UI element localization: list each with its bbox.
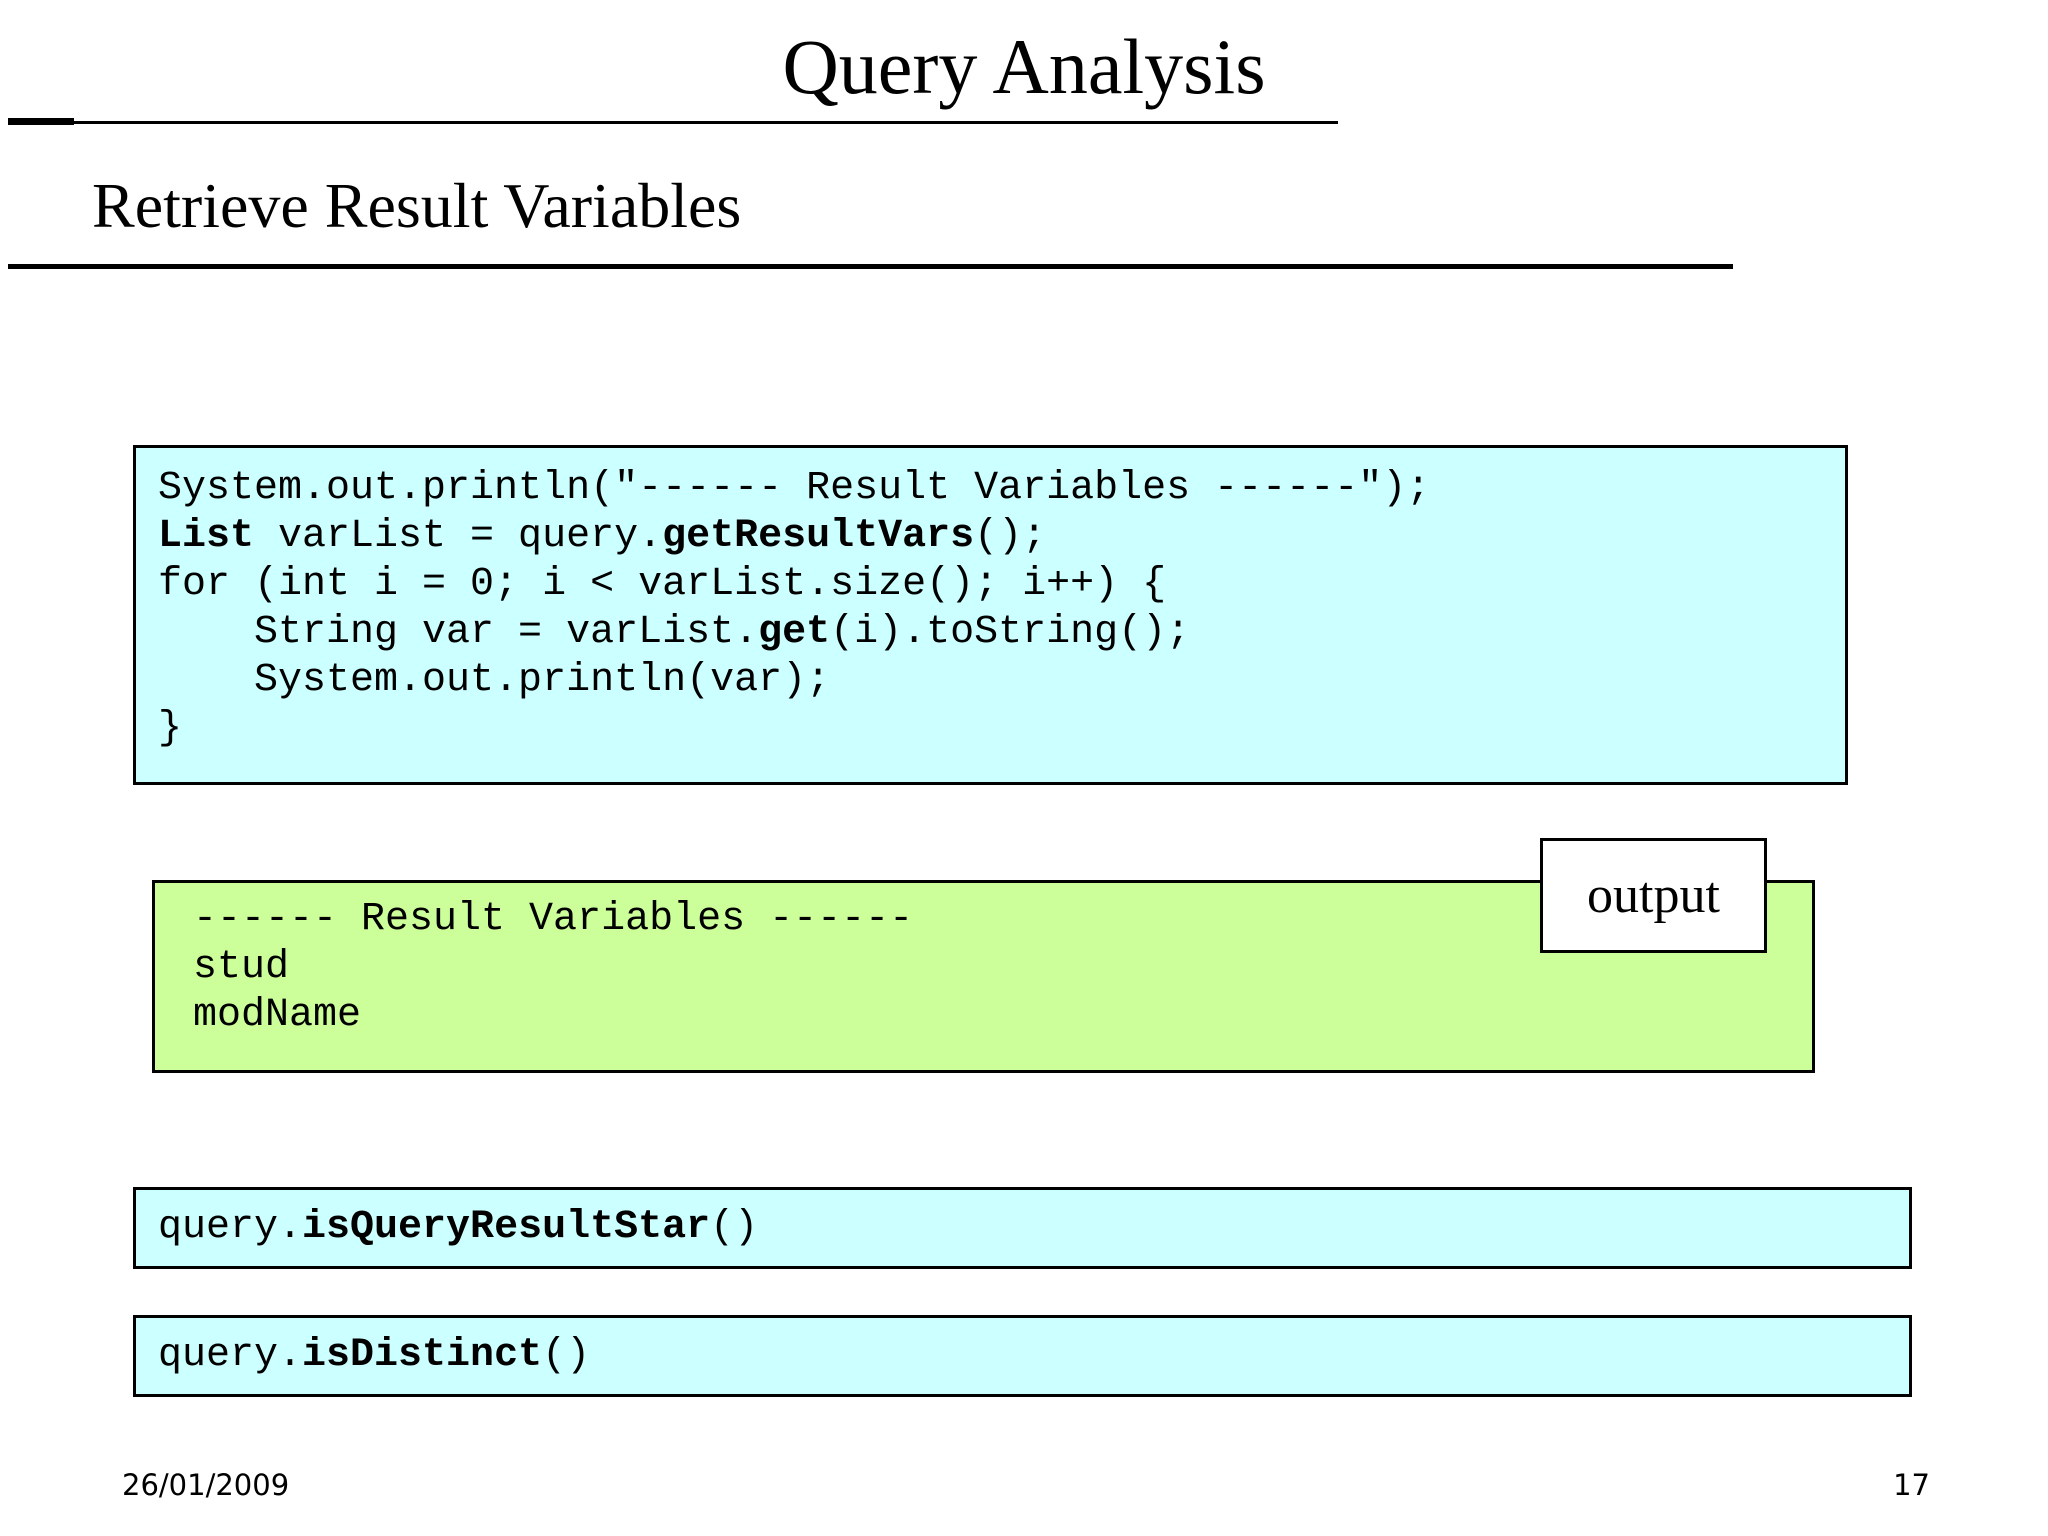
output-line: ------ Result Variables ------ <box>193 897 914 942</box>
output-line: stud <box>193 945 290 990</box>
code-line: for (int i = 0; i < varList.size(); i++)… <box>158 561 1845 609</box>
snippet-box-isdistinct: query.isDistinct() <box>133 1315 1912 1397</box>
subtitle-underline <box>8 264 1733 269</box>
output-line: modName <box>193 993 362 1038</box>
footer-page-number: 17 <box>1893 1468 1930 1502</box>
code-line: String var = varList.get(i).toString(); <box>158 609 1845 657</box>
code-text: query. <box>158 1333 303 1378</box>
code-text-bold: isQueryResultStar <box>302 1205 711 1250</box>
code-text-bold: isDistinct <box>302 1333 543 1378</box>
output-label-text: output <box>1587 867 1720 924</box>
code-text: query. <box>158 1205 303 1250</box>
code-box: System.out.println("------ Result Variab… <box>133 445 1848 785</box>
code-text: () <box>710 1205 759 1250</box>
program-output-box: ------ Result Variables ------ stud modN… <box>152 880 1815 1073</box>
code-text-bold: getResultVars <box>662 514 975 559</box>
footer-date: 26/01/2009 <box>122 1468 290 1502</box>
code-text-bold: List <box>158 514 255 559</box>
code-line: List varList = query.getResultVars(); <box>158 513 1845 561</box>
code-text: (); <box>974 514 1047 559</box>
snippet-line: query.isDistinct() <box>158 1332 590 1380</box>
code-line: System.out.println(var); <box>158 657 1845 705</box>
code-text: String var = varList. <box>158 610 759 655</box>
code-text: System.out.println("------ Result Variab… <box>158 466 1431 511</box>
code-text: System.out.println(var); <box>158 658 831 703</box>
page-title: Query Analysis <box>782 23 1266 110</box>
code-text: for (int i = 0; i < varList.size(); i++)… <box>158 562 1167 607</box>
code-line: } <box>158 705 1845 753</box>
code-line: System.out.println("------ Result Variab… <box>158 465 1845 513</box>
code-text: () <box>542 1333 591 1378</box>
title-underline <box>8 121 1338 124</box>
output-label: output <box>1540 838 1767 953</box>
code-text: (i).toString(); <box>830 610 1191 655</box>
code-text: } <box>158 706 183 751</box>
code-text: varList = query. <box>254 514 663 559</box>
snippet-line: query.isQueryResultStar() <box>158 1204 758 1252</box>
snippet-box-isqueryresultstar: query.isQueryResultStar() <box>133 1187 1912 1269</box>
code-text-bold: get <box>758 610 831 655</box>
slide-subtitle: Retrieve Result Variables <box>92 170 742 241</box>
